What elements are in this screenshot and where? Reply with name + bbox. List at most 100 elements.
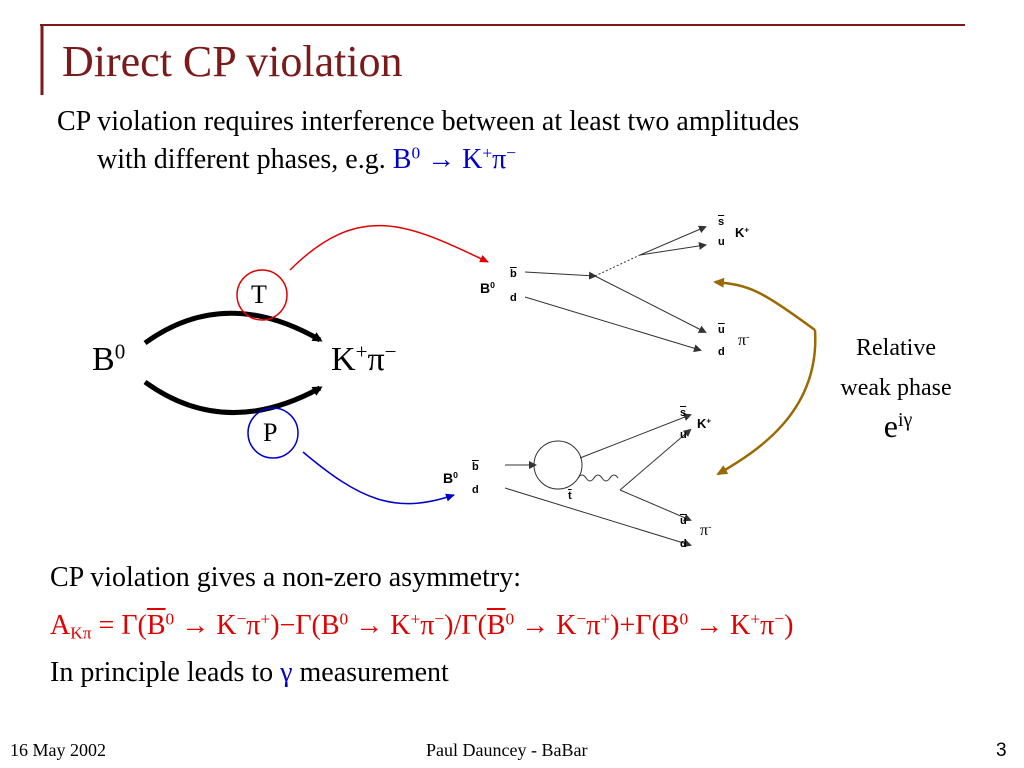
penguin-out-sbar: s — [680, 407, 687, 419]
formula-k2-sup: + — [410, 609, 421, 629]
decay-arrow: → — [420, 144, 463, 175]
penguin-pion: π- — [700, 522, 711, 540]
footer-date: 16 May 2002 — [10, 740, 106, 760]
formula-pi3-sup: + — [600, 609, 611, 629]
tree-meson-letter: B — [480, 280, 491, 296]
decay-b: B — [392, 144, 412, 175]
formula-pi4: π — [760, 610, 775, 641]
penguin-meson-label: B0 — [443, 470, 458, 486]
bullet-interference-line1: CP violation requires interference betwe… — [57, 106, 800, 137]
decay-b-sup: 0 — [411, 143, 421, 163]
bullet-asymmetry: CP violation gives a non-zero asymmetry: — [50, 562, 521, 593]
bullet-interference: CP violation requires interference betwe… — [57, 103, 799, 141]
bullet-gamma-symbol: γ — [280, 657, 293, 688]
penguin-out-u: u — [680, 429, 687, 441]
decay-pi-sup: − — [506, 143, 517, 163]
formula-b4-sup: 0 — [679, 609, 689, 629]
relative-phase-arrow — [713, 277, 816, 332]
tree-pion-sup: - — [746, 331, 750, 343]
formula-pi1-sup: + — [260, 609, 271, 629]
gluon-curl — [577, 474, 619, 482]
formula-b2-sup: 0 — [339, 609, 349, 629]
formula-bbar3-sup: 0 — [505, 609, 515, 629]
tree-out-sbar: s — [718, 216, 725, 228]
penguin-amplitude-arrow — [143, 379, 323, 416]
weak-phase-e: e — [883, 408, 898, 444]
formula-arrow4: → K — [688, 610, 751, 641]
formula-arrow3: → K — [514, 610, 577, 641]
penguin-connector-arrow — [302, 451, 455, 505]
tree-connector-arrow — [289, 224, 489, 271]
diagram-k: K — [331, 341, 356, 378]
tree-circle — [236, 269, 288, 321]
formula-bbar1: B — [146, 610, 166, 641]
formula-a: A — [50, 610, 71, 641]
penguin-label: P — [263, 418, 278, 447]
formula-pi2-sup: − — [434, 609, 445, 629]
weak-phase-exp: iγ — [897, 409, 913, 432]
penguin-feynman-diagram — [504, 413, 692, 548]
tree-meson-label: B0 — [480, 280, 495, 296]
tree-feynman-diagram — [524, 225, 707, 353]
formula-bbar1-sup: 0 — [165, 609, 175, 629]
example-decay: B0 → K+π− — [393, 144, 516, 175]
penguin-quark-d: d — [472, 484, 479, 496]
penguin-pion-sup: - — [708, 521, 712, 533]
penguin-out-ubar: u — [680, 515, 687, 527]
penguin-kaon-letter: K — [697, 416, 707, 431]
page-title: Direct CP violation — [62, 37, 403, 86]
decay-k: K — [462, 144, 483, 175]
penguin-meson-letter: B — [443, 470, 454, 486]
formula-eq: = Γ( — [91, 610, 147, 641]
tree-quark-bbar: b — [510, 268, 517, 280]
relative-phase-arrow-lower — [716, 329, 817, 476]
formula-arrow1: → K — [174, 610, 237, 641]
tree-pion: π- — [738, 332, 749, 350]
tree-pion-letter: π — [738, 332, 747, 349]
formula-pi4-sup: − — [774, 609, 785, 629]
penguin-loop-tbar: t — [568, 490, 572, 502]
penguin-pion-letter: π — [700, 522, 709, 539]
penguin-kaon-sup: + — [706, 416, 712, 426]
weak-phase-line1: Relative — [856, 335, 936, 361]
bullet-gamma-suffix: measurement — [292, 657, 449, 688]
tree-kaon-letter: K — [735, 225, 745, 240]
tree-label: T — [251, 280, 267, 309]
tree-out-ubar: u — [718, 324, 725, 336]
formula-k1-sup: − — [236, 609, 247, 629]
diagram-pi: π — [367, 341, 385, 378]
formula-mid1: )−Γ(B — [270, 610, 340, 641]
formula-mid2: )/Γ( — [444, 610, 487, 641]
penguin-kaon: K+ — [697, 416, 711, 431]
diagram-k-sup: + — [355, 339, 368, 364]
tree-amplitude-arrow — [143, 310, 323, 346]
diagram-pi-sup: − — [384, 339, 397, 364]
diagram-b0-sup: 0 — [114, 339, 126, 364]
formula-pi2: π — [420, 610, 435, 641]
penguin-out-d: d — [680, 538, 687, 550]
weak-phase-exponential: eiγ — [848, 408, 948, 445]
decay-pi: π — [492, 144, 507, 175]
formula-arrow2: → K — [348, 610, 411, 641]
formula-pi1: π — [246, 610, 261, 641]
formula-pi3: π — [586, 610, 601, 641]
weak-phase-line2: weak phase — [840, 375, 952, 401]
formula-mid3: )+Γ(B — [610, 610, 680, 641]
diagram-b0: B0 — [92, 341, 125, 379]
penguin-meson-sup: 0 — [453, 470, 458, 481]
tree-quark-d: d — [510, 292, 517, 304]
penguin-circle — [247, 407, 299, 459]
tree-meson-sup: 0 — [490, 280, 495, 291]
footer-page-number: 3 — [996, 740, 1007, 761]
bullet-gamma-prefix: In principle leads to — [50, 657, 281, 688]
relative-weak-phase-label: Relative weak phase — [822, 328, 970, 408]
asymmetry-formula: AKπ = Γ(B0 → K−π+)−Γ(B0 → K+π−)/Γ(B0 → K… — [50, 608, 793, 644]
footer-author: Paul Dauncey - BaBar — [426, 740, 588, 760]
diagram-kpi: K+π− — [331, 341, 397, 379]
penguin-quark-bbar: b — [472, 461, 479, 473]
formula-end: ) — [784, 610, 794, 641]
formula-bbar3: B — [486, 610, 506, 641]
diagram-b0-letter: B — [92, 341, 115, 378]
